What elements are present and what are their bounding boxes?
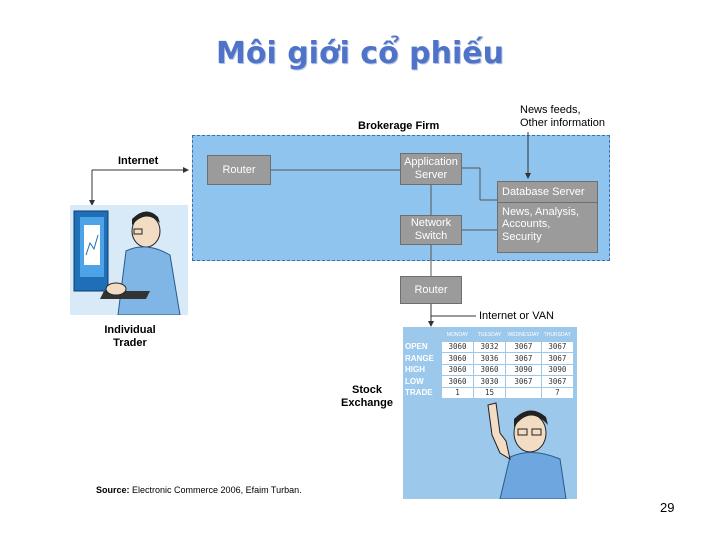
individual-trader-label: Individual Trader [104,324,156,349]
quote-row: TRADE 1 15 7 [403,386,574,399]
quote-board-header-row: MONDAY TUESDAY WEDNESDAY THURSDAY [403,330,573,341]
individual-trader-illustration [70,205,188,315]
quote-header: WEDNESDAY [507,332,540,339]
internet-or-van-label: Internet or VAN [479,310,554,322]
quote-board: MONDAY TUESDAY WEDNESDAY THURSDAY OPEN 3… [403,330,574,399]
news-feeds-label: News feeds, Other information [520,104,605,129]
quote-row: OPEN 3060 3032 3067 3067 [403,340,574,353]
quote-header: THURSDAY [543,332,571,339]
quote-header: TUESDAY [477,332,502,339]
quote-row: RANGE 3060 3036 3067 3067 [403,352,574,365]
database-server-contents: News, Analysis, Accounts, Security [502,205,580,243]
quote-row: LOW 3060 3030 3067 3067 [403,375,574,388]
page-number: 29 [660,500,675,515]
exchange-trader-illustration [487,402,567,499]
network-switch-box: Network Switch [400,215,462,245]
router-bottom-box: Router [400,276,462,304]
application-server-box: Application Server [400,153,462,185]
internet-label: Internet [118,155,159,167]
brokerage-firm-label: Brokerage Firm [358,120,440,132]
stock-exchange-label: Stock Exchange [341,384,393,409]
database-server-header: Database Server [498,182,597,203]
quote-row: HIGH 3060 3060 3090 3090 [403,363,574,376]
source-citation: Source: Electronic Commerce 2006, Efaim … [96,485,302,495]
router-top-box: Router [207,155,271,185]
database-server-box: Database Server News, Analysis, Accounts… [497,181,598,253]
slide-title: Môi giới cổ phiếu [216,36,504,71]
quote-header: MONDAY [446,332,469,339]
